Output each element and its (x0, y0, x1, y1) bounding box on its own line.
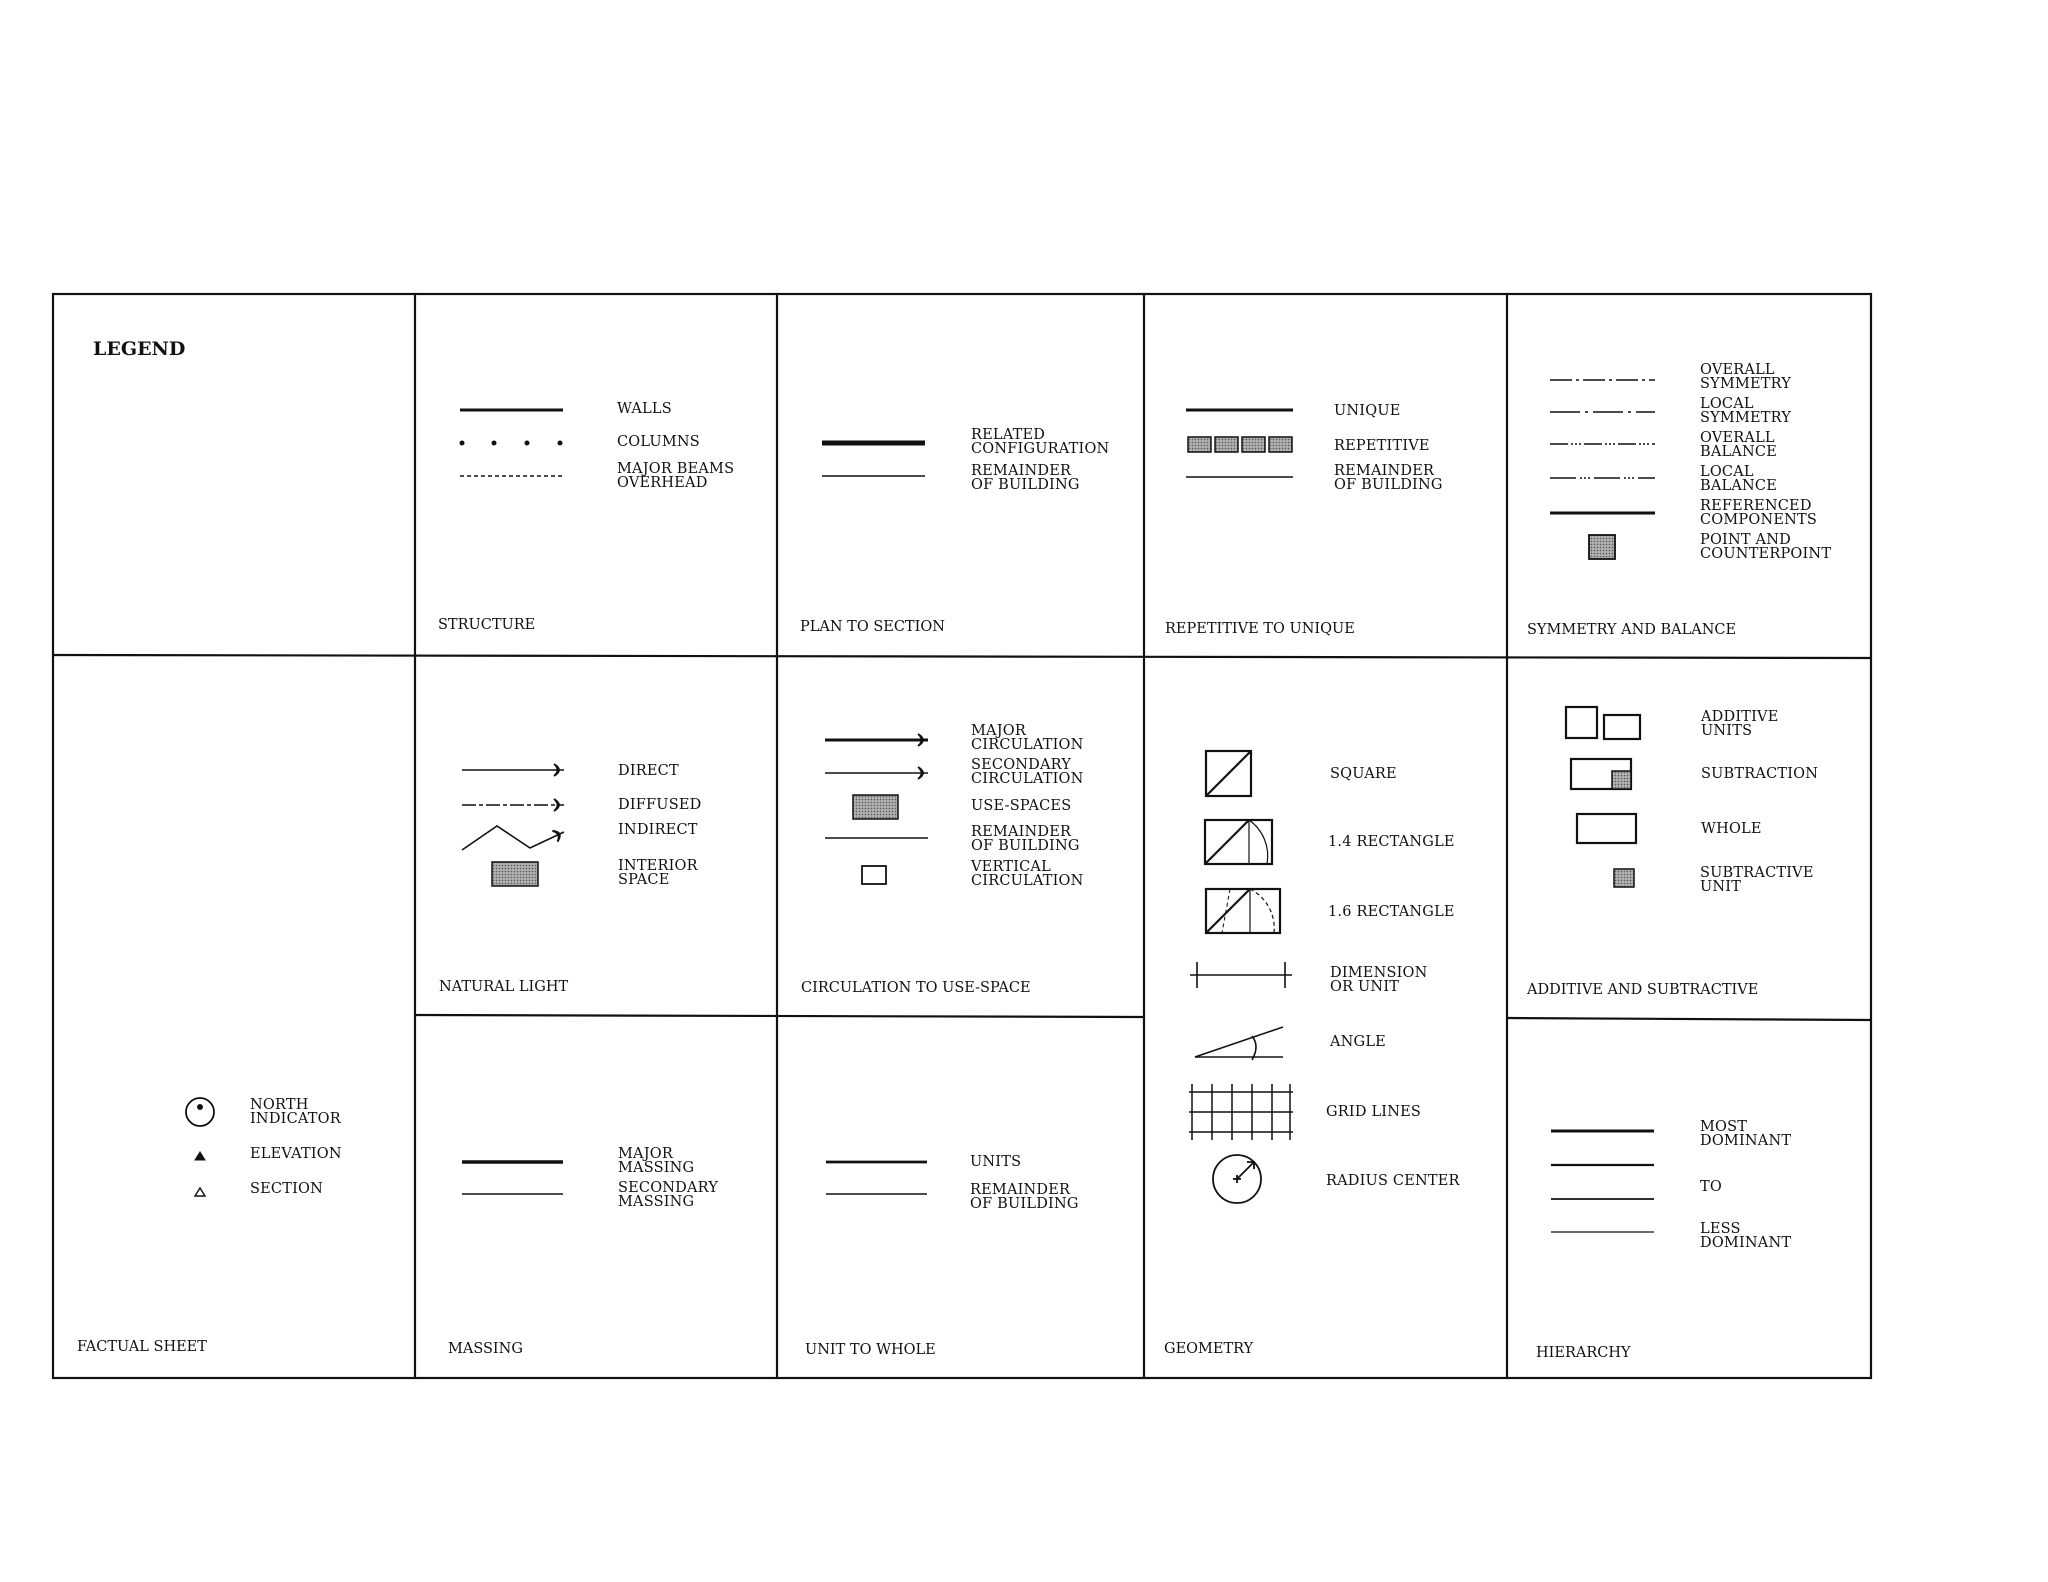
geometry-title: GEOMETRY (1164, 1341, 1254, 1357)
columns-dots (459, 440, 563, 446)
use-spaces-label: USE-SPACES (971, 798, 1072, 814)
point-counterpoint-box (1588, 534, 1616, 560)
angle-icon (1194, 1026, 1284, 1061)
additive-unit-a (1564, 705, 1599, 740)
plan-to-section-title: PLAN TO SECTION (800, 619, 945, 635)
referenced-label: REFERENCED COMPONENTS (1700, 498, 1818, 528)
unit-to-whole-title: UNIT TO WHOLE (805, 1342, 936, 1358)
factual-symbols (185, 1097, 215, 1197)
most-dominant-label: MOST DOMINANT (1700, 1119, 1792, 1149)
rect16-label: 1.6 RECTANGLE (1328, 904, 1455, 920)
subtractive-unit-label: SUBTRACTIVE UNIT (1700, 865, 1814, 895)
unique-label: UNIQUE (1334, 403, 1401, 419)
natural-light-title: NATURAL LIGHT (439, 979, 569, 995)
radius-center-label: RADIUS CENTER (1326, 1173, 1460, 1189)
repetitive-label: REPETITIVE (1334, 438, 1430, 454)
circulation-symbols (825, 733, 928, 885)
whole-label: WHOLE (1701, 821, 1762, 837)
whole-box (1575, 812, 1638, 845)
grid-lines-icon (1189, 1084, 1293, 1140)
grid-frame (51, 292, 1873, 1380)
additive-title: ADDITIVE AND SUBTRACTIVE (1527, 982, 1759, 998)
unit-to-whole-symbols (826, 1160, 927, 1195)
indirect-arrow (461, 825, 565, 851)
columns-label: COLUMNS (617, 434, 700, 450)
point-counterpoint-label: POINT AND COUNTERPOINT (1700, 532, 1832, 562)
plan-remainder-label: REMAINDER OF BUILDING (971, 463, 1080, 493)
overall-symmetry-label: OVERALL SYMMETRY (1700, 362, 1792, 392)
hierarchy-title: HIERARCHY (1536, 1345, 1631, 1361)
use-space-box (852, 794, 899, 820)
north-label: NORTH INDICATOR (250, 1097, 341, 1127)
symmetry-title: SYMMETRY AND BALANCE (1527, 622, 1737, 638)
indirect-label: INDIRECT (618, 822, 698, 838)
rect14-icon (1203, 818, 1274, 866)
dimension-icon (1190, 962, 1292, 988)
geometry-symbols (1189, 749, 1293, 1204)
major-circulation-label: MAJOR CIRCULATION (971, 723, 1084, 753)
natural-light-symbols (461, 763, 565, 887)
diffused-label: DIFFUSED (618, 797, 702, 813)
rect14-label: 1.4 RECTANGLE (1328, 834, 1455, 850)
vertical-circulation-box (861, 865, 887, 885)
massing-symbols (462, 1160, 563, 1195)
subtracted-part (1611, 770, 1632, 790)
related-label: RELATED CONFIGURATION (971, 427, 1110, 457)
interior-space-box (491, 861, 539, 887)
north-indicator-icon (185, 1097, 215, 1127)
angle-label: ANGLE (1330, 1034, 1386, 1050)
repetitive-symbols (1186, 408, 1293, 478)
massing-title: MASSING (448, 1341, 523, 1357)
secondary-massing-label: SECONDARY MASSING (618, 1180, 719, 1210)
factual-title: FACTUAL SHEET (77, 1339, 207, 1355)
direct-label: DIRECT (618, 763, 679, 779)
radius-center-icon (1212, 1154, 1262, 1204)
structure-title: STRUCTURE (438, 617, 536, 633)
less-dominant-label: LESS DOMINANT (1700, 1221, 1792, 1251)
hierarchy-symbols (1551, 1129, 1654, 1233)
structure-symbols (459, 408, 563, 477)
grid-lines-label: GRID LINES (1326, 1104, 1422, 1120)
subtractive-unit-box (1613, 868, 1635, 888)
overall-balance-label: OVERALL BALANCE (1700, 430, 1777, 460)
additive-label: ADDITIVE UNITS (1701, 709, 1779, 739)
beams-label: MAJOR BEAMS OVERHEAD (617, 461, 735, 491)
dimension-label: DIMENSION OR UNIT (1330, 965, 1428, 995)
local-balance-label: LOCAL BALANCE (1700, 464, 1777, 494)
section-label: SECTION (250, 1181, 323, 1197)
unit-remainder-label: REMAINDER OF BUILDING (970, 1182, 1079, 1212)
to-label: TO (1700, 1179, 1722, 1195)
additive-unit-b (1602, 713, 1642, 741)
elevation-icon (194, 1151, 206, 1161)
vertical-circulation-label: VERTICAL CIRCULATION (971, 859, 1084, 889)
rect16-icon (1204, 887, 1282, 935)
circulation-remainder-label: REMAINDER OF BUILDING (971, 824, 1080, 854)
subtraction-label: SUBTRACTION (1701, 766, 1819, 782)
plan-to-section-symbols (822, 440, 925, 477)
secondary-circulation-label: SECONDARY CIRCULATION (971, 757, 1084, 787)
major-massing-label: MAJOR MASSING (618, 1146, 695, 1176)
circulation-title: CIRCULATION TO USE-SPACE (801, 980, 1031, 996)
repetitive-remainder-label: REMAINDER OF BUILDING (1334, 463, 1443, 493)
additive-symbols (1564, 705, 1642, 888)
legend-title: LEGEND (93, 338, 186, 360)
symmetry-symbols (1550, 379, 1655, 560)
repetitive-boxes (1187, 436, 1293, 453)
square-icon (1204, 749, 1253, 798)
elevation-label: ELEVATION (250, 1146, 342, 1162)
units-label: UNITS (970, 1154, 1022, 1170)
local-symmetry-label: LOCAL SYMMETRY (1700, 396, 1792, 426)
interior-label: INTERIOR SPACE (618, 858, 698, 888)
walls-label: WALLS (617, 401, 672, 417)
square-label: SQUARE (1330, 766, 1397, 782)
section-icon (193, 1186, 207, 1197)
repetitive-title: REPETITIVE TO UNIQUE (1165, 621, 1355, 637)
